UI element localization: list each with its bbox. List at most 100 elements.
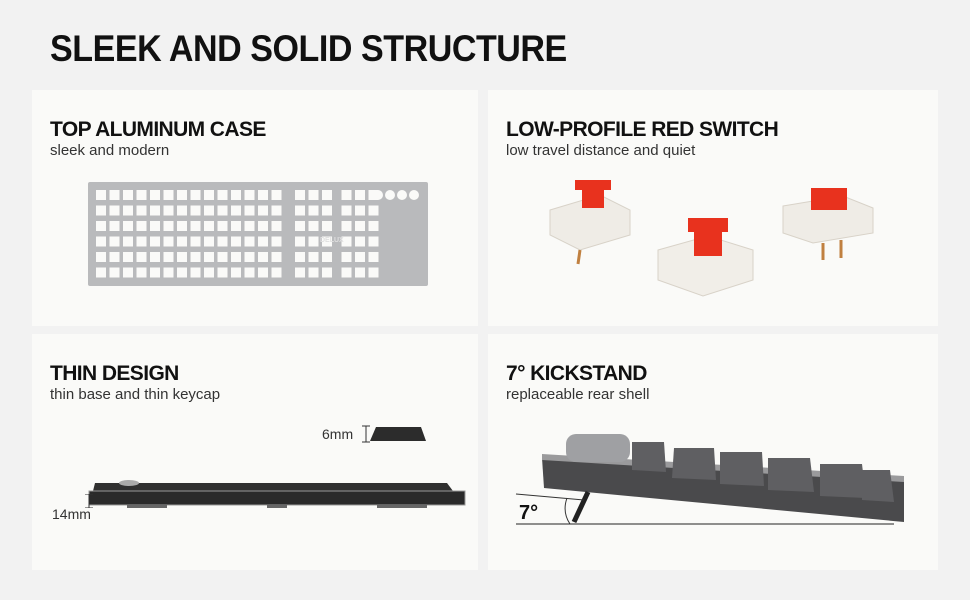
plate-key-cutout (258, 205, 268, 216)
aluminum-plate-image: DELUX (88, 182, 428, 286)
plate-key-cutout (231, 205, 241, 216)
plate-key-cutout (368, 205, 379, 216)
plate-key-cutout (258, 221, 268, 231)
plate-key-cutout (308, 236, 319, 247)
panel-heading: TOP ALUMINUM CASE (50, 118, 266, 141)
plate-key-cutout (271, 190, 282, 200)
plate-key-cutout (341, 267, 352, 278)
plate-key-cutout (150, 221, 160, 231)
switch-1 (549, 180, 631, 265)
plate-key-cutout (231, 252, 241, 262)
plate-key-cutout (368, 221, 379, 231)
plate-key-cutout (244, 267, 255, 278)
plate-key-cutout (123, 190, 133, 200)
plate-key-cutout (258, 252, 268, 262)
plate-key-cutout (109, 190, 120, 200)
plate-knob-cutout (397, 190, 407, 200)
plate-key-cutout (96, 221, 106, 231)
plate-key-cutout (258, 267, 268, 278)
plate-key-cutout (271, 221, 282, 231)
plate-key-cutout (136, 252, 147, 262)
plate-key-cutout (295, 267, 305, 278)
plate-key-cutout (295, 221, 305, 231)
plate-key-cutout (271, 205, 282, 216)
plate-key-cutout (177, 205, 187, 216)
panel-heading: LOW-PROFILE RED SWITCH (506, 118, 779, 141)
plate-key-cutout (217, 205, 228, 216)
panel-heading: THIN DESIGN (50, 362, 179, 385)
plate-key-cutout (163, 252, 174, 262)
plate-key-cutout (258, 190, 268, 200)
plate-key-cutout (123, 221, 133, 231)
base-height-marker (85, 494, 93, 508)
plate-key-cutout (136, 221, 147, 231)
plate-key-cutout (204, 236, 214, 247)
plate-key-cutout (150, 205, 160, 216)
plate-key-cutout (308, 252, 319, 262)
plate-key-cutout (341, 252, 352, 262)
plate-key-cutout (204, 221, 214, 231)
plate-key-cutout (322, 252, 332, 262)
page-title: SLEEK AND SOLID STRUCTURE (50, 28, 567, 69)
plate-key-cutout (244, 190, 255, 200)
plate-key-cutout (123, 267, 133, 278)
plate-key-cutout (177, 252, 187, 262)
plate-key-cutout (271, 252, 282, 262)
plate-key-cutout (150, 252, 160, 262)
base-height-label: 14mm (52, 506, 91, 522)
plate-key-cutout (355, 267, 365, 278)
plate-key-cutout (355, 205, 365, 216)
plate-key-cutout (109, 252, 120, 262)
plate-key-cutout (150, 267, 160, 278)
plate-key-cutout (322, 221, 332, 231)
plate-key-cutout (355, 252, 365, 262)
plate-key-cutout (258, 236, 268, 247)
plate-key-cutout (341, 221, 352, 231)
plate-key-cutout (368, 267, 379, 278)
plate-key-cutout (136, 267, 147, 278)
keyboard-kickstand-image (515, 434, 904, 525)
plate-key-cutout (244, 205, 255, 216)
plate-key-cutout (204, 252, 214, 262)
plate-key-cutout (355, 190, 365, 200)
plate-key-cutout (96, 267, 106, 278)
plate-key-cutout (341, 236, 352, 247)
plate-key-cutout (341, 205, 352, 216)
plate-key-cutout (190, 252, 201, 262)
plate-key-cutout (109, 267, 120, 278)
plate-key-cutout (244, 221, 255, 231)
plate-key-cutout (295, 236, 305, 247)
panel-subtitle: replaceable rear shell (506, 386, 650, 403)
plate-key-cutout (355, 221, 365, 231)
plate-key-cutout (163, 236, 174, 247)
plate-key-cutout (136, 190, 147, 200)
plate-knob-cutout (409, 190, 419, 200)
plate-key-cutout (96, 205, 106, 216)
keycap-height-label: 6mm (322, 426, 354, 442)
panel-aluminum-case: TOP ALUMINUM CASE sleek and modern DELUX (32, 90, 478, 326)
plate-key-cutout (217, 190, 228, 200)
keycap-image (362, 425, 426, 443)
plate-key-cutout (368, 252, 379, 262)
plate-key-cutout (217, 252, 228, 262)
plate-key-cutout (163, 221, 174, 231)
plate-key-cutout (217, 267, 228, 278)
plate-key-cutout (204, 205, 214, 216)
plate-key-cutout (150, 236, 160, 247)
panel-heading: 7° KICKSTAND (506, 362, 647, 385)
plate-key-cutout (231, 236, 241, 247)
panel-thin-design: THIN DESIGN thin base and thin keycap 6m… (32, 334, 478, 570)
plate-key-cutout (231, 190, 241, 200)
plate-key-cutout (96, 252, 106, 262)
switch-images (549, 180, 874, 297)
plate-key-cutout (217, 236, 228, 247)
plate-key-cutout (123, 205, 133, 216)
plate-key-cutout (204, 190, 214, 200)
plate-key-cutout (308, 267, 319, 278)
switch-3 (782, 188, 874, 260)
angle-label: 7° (519, 502, 539, 524)
plate-key-cutout (136, 205, 147, 216)
panel-subtitle: thin base and thin keycap (50, 386, 221, 403)
plate-key-cutout (217, 221, 228, 231)
plate-key-cutout (341, 190, 352, 200)
